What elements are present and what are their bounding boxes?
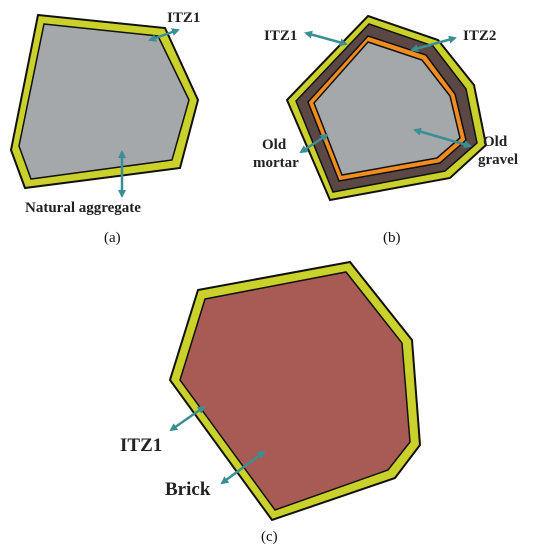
old-mortar-label-line1: Old — [262, 137, 287, 153]
natural-aggregate-shape — [18, 23, 190, 180]
itz1-arrow-a — [148, 28, 180, 42]
itz1-arrow-b — [304, 30, 348, 47]
natural-aggregate-label: Natural aggregate — [25, 200, 141, 216]
brick-shape — [179, 271, 411, 511]
caption-a: (a) — [104, 230, 121, 246]
itz2-label-b: ITZ2 — [463, 28, 496, 44]
itz1-label-c: ITZ1 — [120, 435, 162, 456]
brick-arrow — [220, 450, 266, 485]
itz1-arrow-c — [169, 405, 206, 432]
old-gravel-label-line2: gravel — [478, 152, 518, 168]
old-gravel-arrow — [413, 127, 472, 149]
panel-c: ITZ1 Brick (c) — [120, 260, 422, 545]
caption-c: (c) — [261, 529, 278, 545]
itz1-label-a: ITZ1 — [167, 10, 200, 26]
panel-a: ITZ1 Natural aggregate (a) — [9, 10, 200, 246]
old-mortar-arrow — [299, 133, 329, 154]
old-gravel-label-line1: Old — [483, 134, 508, 150]
itz1-label-b: ITZ1 — [264, 28, 297, 44]
itz2-arrow-b — [410, 35, 457, 53]
panel-b: ITZ1 ITZ2 Old mortar Old gravel (b) — [253, 14, 518, 246]
caption-b: (b) — [383, 230, 401, 246]
brick-label: Brick — [165, 479, 211, 500]
old-mortar-label-line2: mortar — [253, 155, 299, 171]
